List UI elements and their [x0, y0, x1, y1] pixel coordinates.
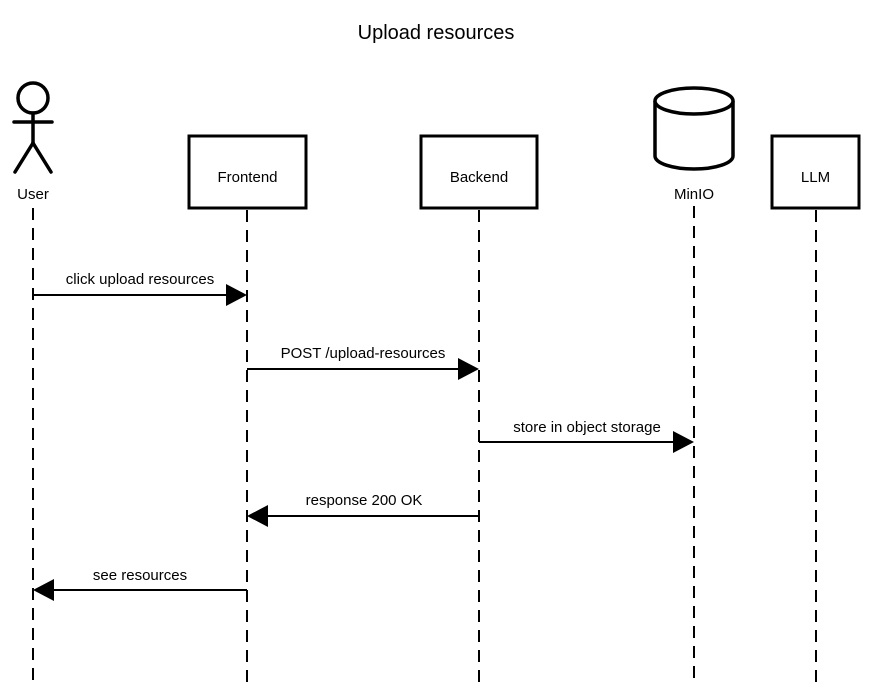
arrowhead — [247, 505, 268, 527]
diagram-title: Upload resources — [358, 22, 515, 44]
participant-minio — [653, 86, 735, 171]
message-store-object: store in object storage — [479, 419, 694, 453]
arrowhead — [458, 358, 479, 380]
message-post-upload: POST /upload-resources — [247, 345, 479, 380]
participant-label-user: User — [17, 186, 49, 203]
message-label: response 200 OK — [306, 492, 423, 509]
database-top — [653, 86, 735, 116]
database-body — [653, 101, 735, 171]
participant-label-llm: LLM — [801, 169, 830, 186]
arrowhead — [33, 579, 54, 601]
message-label: click upload resources — [66, 271, 214, 288]
message-response-ok: response 200 OK — [247, 492, 479, 527]
actor-left-leg — [13, 141, 35, 174]
participant-llm — [770, 134, 861, 210]
message-label: POST /upload-resources — [281, 345, 446, 362]
participant-label-minio: MinIO — [674, 186, 714, 203]
participant-label-frontend: Frontend — [217, 169, 277, 186]
participant-frontend — [187, 134, 308, 210]
message-click-upload: click upload resources — [33, 271, 247, 306]
arrowhead — [673, 431, 694, 453]
actor-right-leg — [31, 141, 53, 174]
participant-user — [12, 81, 54, 174]
arrowhead — [226, 284, 247, 306]
message-label: store in object storage — [513, 419, 661, 436]
message-see-resources: see resources — [33, 567, 247, 601]
participant-label-backend: Backend — [450, 169, 508, 186]
participant-backend — [419, 134, 539, 210]
message-label: see resources — [93, 567, 187, 584]
actor-head — [16, 81, 50, 115]
